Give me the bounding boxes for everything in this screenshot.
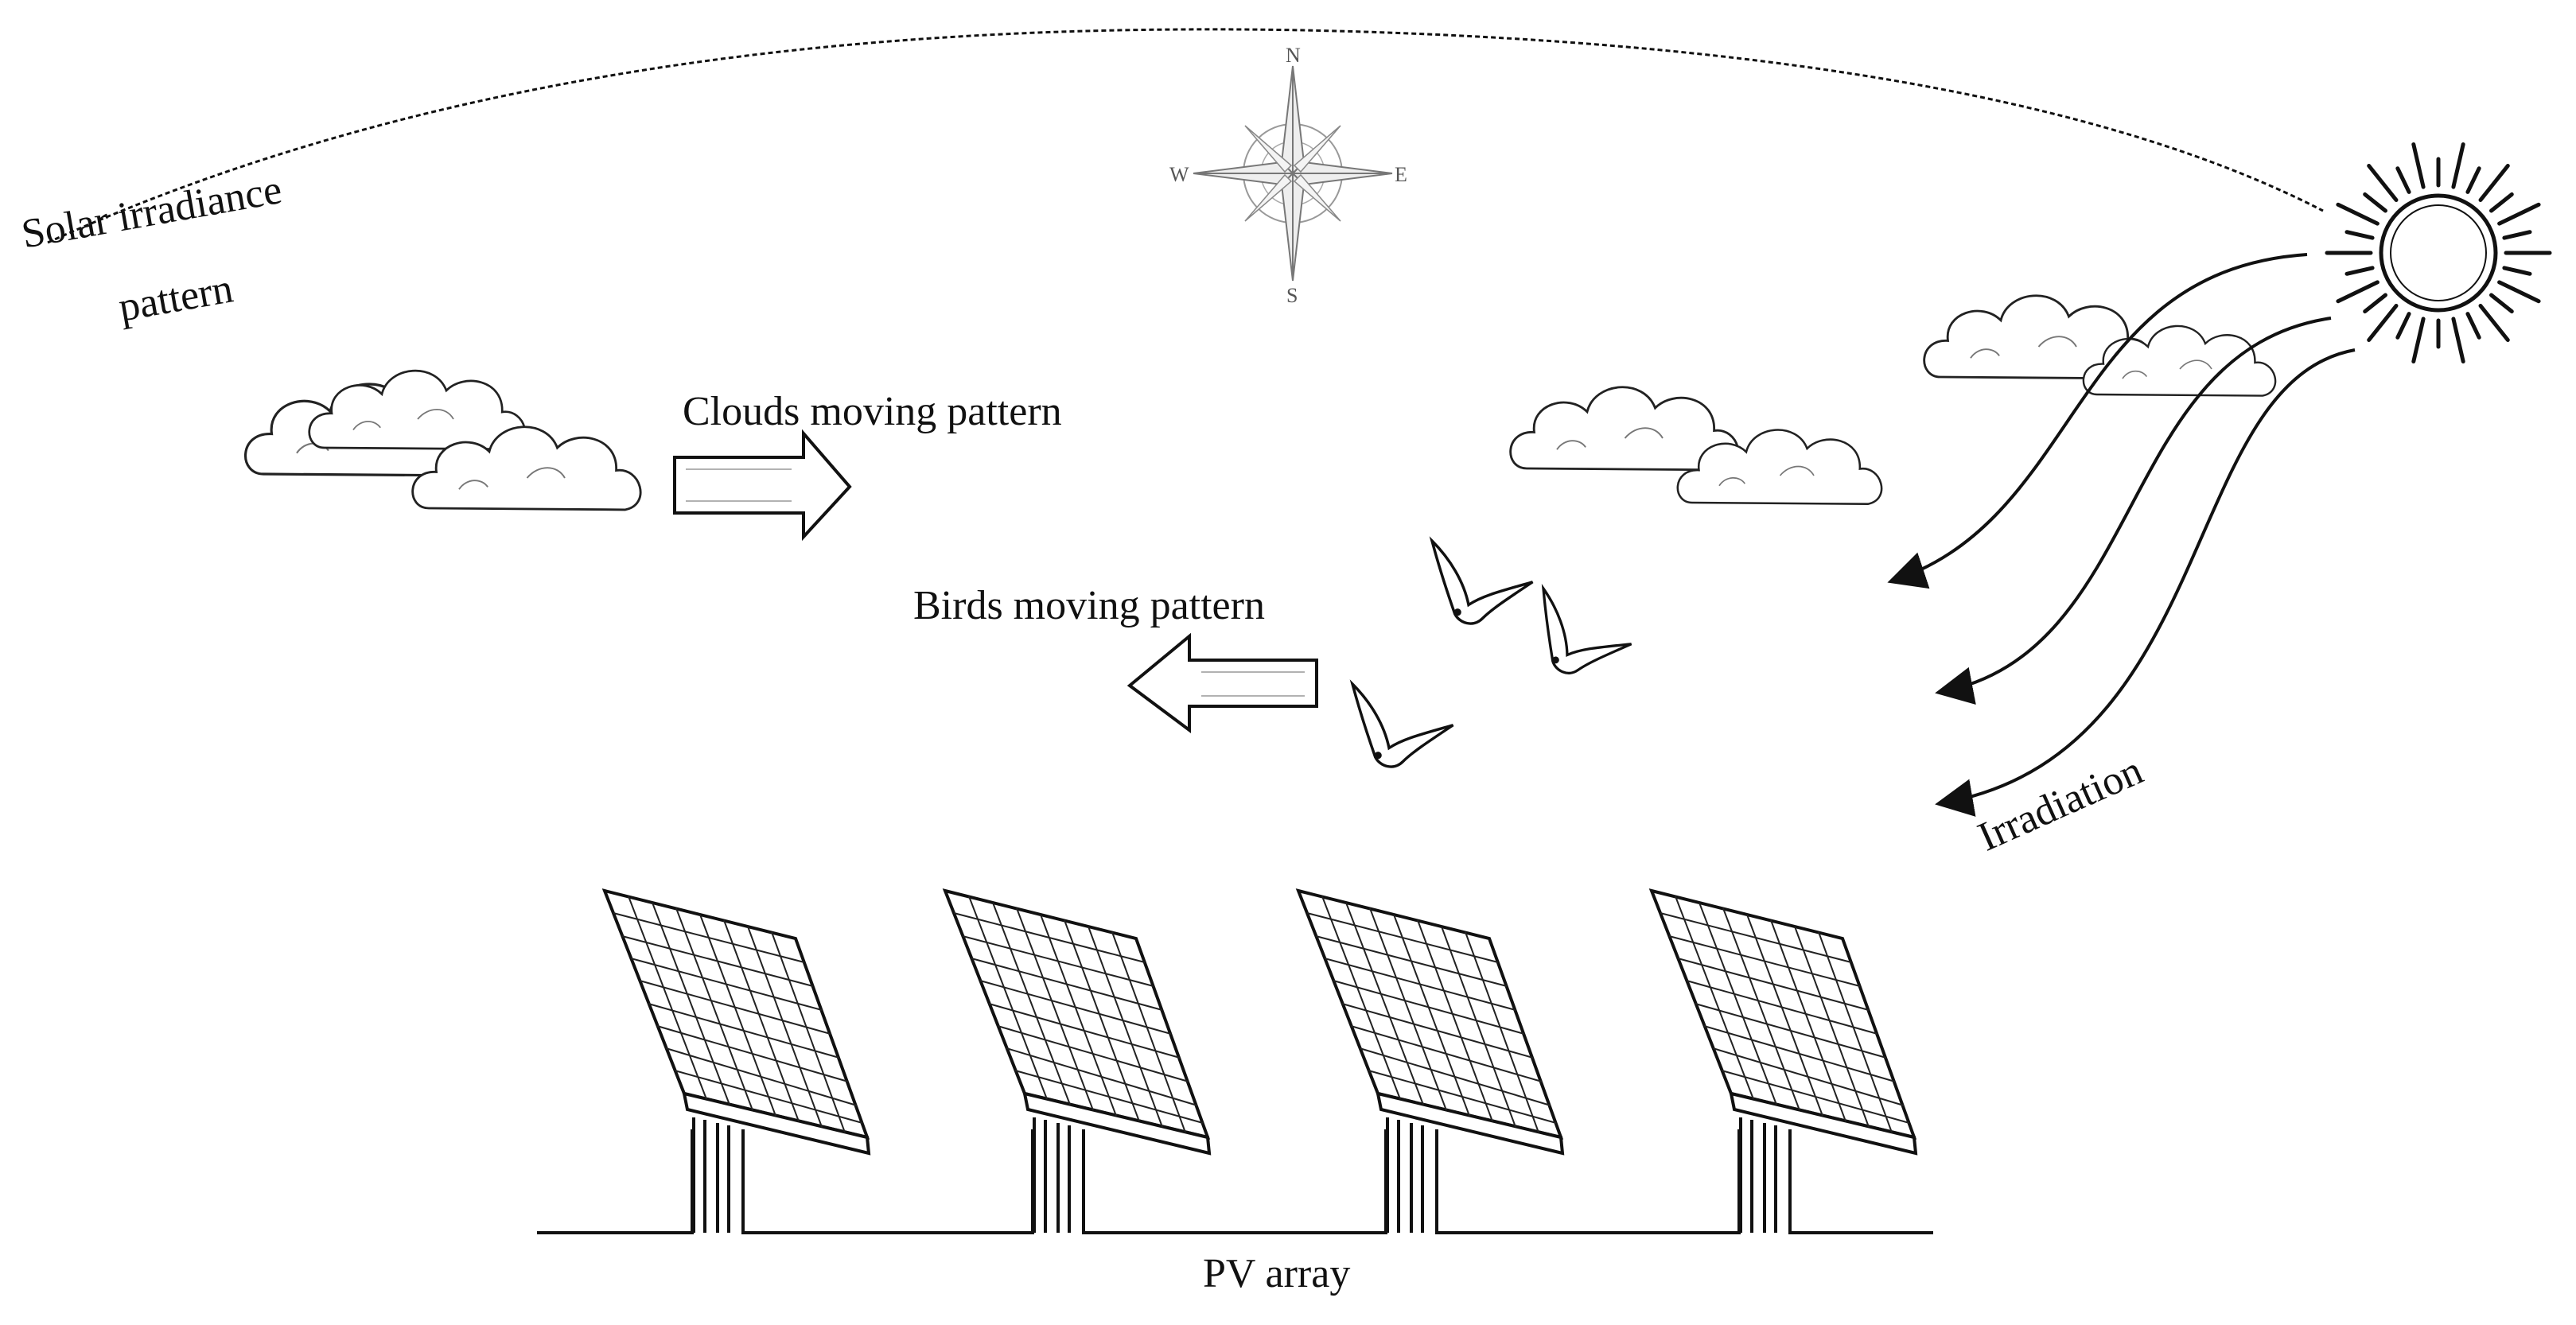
- compass-east-label: E: [1395, 163, 1407, 186]
- birds-moving-label: Birds moving pattern: [913, 583, 1265, 628]
- compass-north-label: N: [1286, 44, 1301, 67]
- clouds-direction-arrow: [673, 429, 852, 542]
- clouds-moving-label: Clouds moving pattern: [683, 389, 1062, 434]
- compass-west-label: W: [1169, 163, 1189, 186]
- sun-ray: [2451, 142, 2465, 189]
- bird-icon: [1351, 682, 1455, 768]
- solar-panel-icon: [944, 889, 1211, 1234]
- sun-ray: [2344, 266, 2375, 276]
- solar-panel-icon: [603, 889, 870, 1234]
- irradiation-arrow: [1935, 348, 2356, 817]
- sun-ray: [2478, 164, 2510, 202]
- irradiation-arrow: [1935, 317, 2332, 705]
- sun-ray: [2497, 280, 2541, 304]
- solar-panel-icon: [1297, 889, 1564, 1234]
- sun-ray: [2336, 202, 2379, 226]
- sun-ray: [2489, 293, 2514, 314]
- bird-icon: [1528, 587, 1640, 685]
- compass-south-label: S: [1286, 284, 1298, 307]
- pv-array-label: PV array: [1203, 1251, 1351, 1296]
- sun-icon: [2325, 142, 2552, 363]
- sun-ray: [2497, 202, 2541, 226]
- sun-ray: [2502, 266, 2532, 276]
- bird-icon: [1430, 539, 1535, 625]
- sun-ray: [2344, 230, 2375, 240]
- sun-ray: [2451, 317, 2465, 363]
- sun-ray: [2363, 293, 2387, 314]
- sun-ray: [2395, 312, 2411, 340]
- sun-ray: [2478, 304, 2510, 342]
- sun-ray: [2411, 317, 2426, 363]
- sun-ray: [2502, 230, 2532, 240]
- birds-direction-arrow: [1127, 632, 1318, 733]
- sun-ray: [2465, 312, 2481, 340]
- sun-ray: [2465, 166, 2481, 194]
- sun-ray: [2336, 280, 2379, 304]
- solar-panel-icon: [1650, 889, 1917, 1234]
- sun-ray: [2411, 142, 2426, 189]
- solar-irradiance-arc: [47, 28, 2324, 244]
- irradiation-arrow: [1887, 253, 2308, 589]
- sun-ray: [2367, 164, 2399, 202]
- sun-ray: [2363, 192, 2387, 213]
- sun-ray: [2489, 192, 2514, 213]
- sun-ray: [2395, 166, 2411, 194]
- cloud-icon: [308, 369, 527, 451]
- ground-line: [537, 1129, 1933, 1234]
- sun-ray: [2367, 304, 2399, 342]
- compass-rose-icon: N S E W: [1169, 44, 1407, 307]
